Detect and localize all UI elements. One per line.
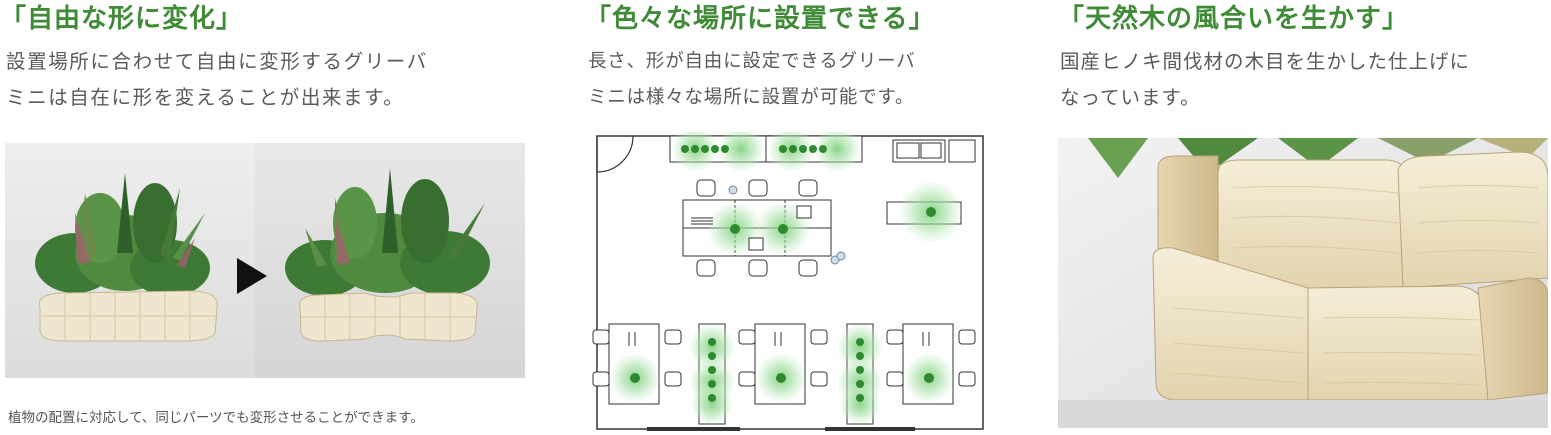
section-body: 設置場所に合わせて自由に変形するグリーバ ミニは自在に形を変えることが出来ます。: [6, 44, 530, 116]
office-floor-plan: [592, 132, 984, 431]
body-line: 国産ヒノキ間伐材の木目を生かした仕上げに: [1060, 50, 1471, 73]
section-heading: 「天然木の風合いを生かす」: [1058, 4, 1410, 34]
planter-before: [35, 173, 218, 342]
section-heading: 「自由な形に変化」: [0, 4, 244, 34]
section-body: 長さ、形が自由に設定できるグリーバ ミニは様々な場所に設置が可能です。: [588, 44, 995, 116]
body-line: なっています。: [1060, 86, 1201, 109]
section-various-places: 「色々な場所に設置できる」 長さ、形が自由に設定できるグリーバ ミニは様々な場所…: [585, 0, 995, 116]
body-line: ミニは様々な場所に設置が可能です。: [588, 87, 915, 108]
section-heading: 「色々な場所に設置できる」: [585, 4, 936, 34]
planter-transform-photo: [5, 143, 525, 378]
photo-caption: 植物の配置に対応して、同じパーツでも変形させることができます。: [8, 410, 424, 426]
arrow-right-icon: [237, 258, 267, 294]
section-natural-wood: 「天然木の風合いを生かす」 国産ヒノキ間伐材の木目を生かした仕上げに なっていま…: [1058, 0, 1548, 116]
section-free-shape: 「自由な形に変化」 設置場所に合わせて自由に変形するグリーバ ミニは自在に形を変…: [0, 0, 530, 116]
section-body: 国産ヒノキ間伐材の木目を生かした仕上げに なっています。: [1060, 44, 1548, 116]
body-line: ミニは自在に形を変えることが出来ます。: [6, 86, 405, 109]
body-line: 長さ、形が自由に設定できるグリーバ: [588, 51, 916, 72]
body-line: 設置場所に合わせて自由に変形するグリーバ: [6, 50, 428, 73]
wood-block-closeup-photo: [1058, 138, 1548, 428]
planter-after: [285, 168, 490, 342]
